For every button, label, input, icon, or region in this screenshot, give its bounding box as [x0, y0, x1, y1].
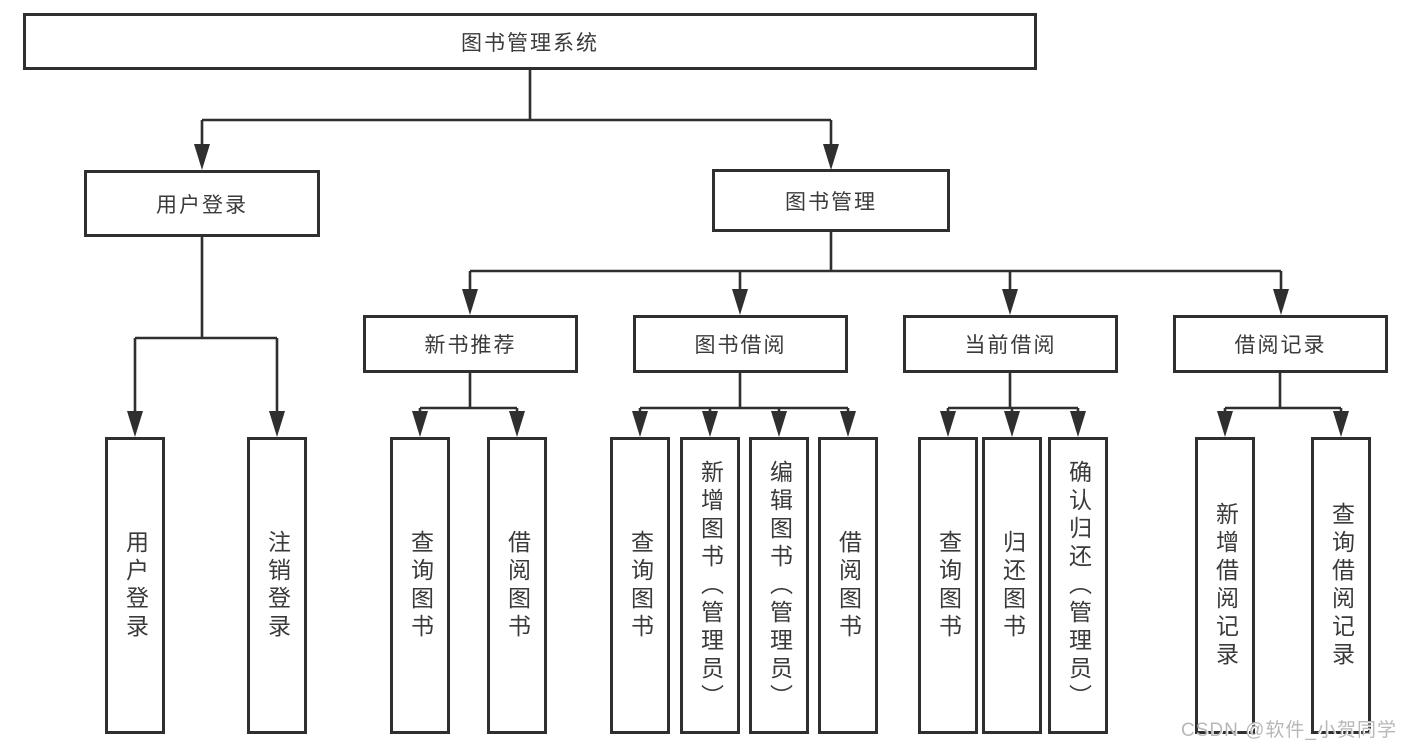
leaf-query-books-current: 查询图书 [918, 437, 978, 734]
node-user-login: 用户登录 [84, 170, 320, 237]
node-current-borrow: 当前借阅 [903, 315, 1118, 373]
csdn-watermark: CSDN @软件_小贺同学 [1181, 720, 1397, 741]
leaf-query-books-recommend: 查询图书 [390, 437, 450, 734]
leaf-user-login: 用户登录 [105, 437, 165, 734]
leaf-confirm-return-admin: 确认归还（管理员） [1048, 437, 1108, 734]
leaf-borrow-books-recommend: 借阅图书 [487, 437, 547, 734]
node-book-borrow: 图书借阅 [633, 315, 848, 373]
leaf-add-books-admin: 新增图书（管理员） [680, 437, 740, 734]
leaf-query-books-borrow: 查询图书 [610, 437, 670, 734]
leaf-borrow-books: 借阅图书 [818, 437, 878, 734]
node-root-system: 图书管理系统 [23, 13, 1037, 70]
leaf-add-borrow-record: 新增借阅记录 [1195, 437, 1255, 734]
leaf-query-borrow-record: 查询借阅记录 [1311, 437, 1371, 734]
leaf-logout: 注销登录 [247, 437, 307, 734]
node-new-book-recommend: 新书推荐 [363, 315, 578, 373]
leaf-return-books: 归还图书 [982, 437, 1042, 734]
node-book-management: 图书管理 [712, 169, 950, 232]
leaf-edit-books-admin: 编辑图书（管理员） [749, 437, 809, 734]
node-borrow-record: 借阅记录 [1173, 315, 1388, 373]
